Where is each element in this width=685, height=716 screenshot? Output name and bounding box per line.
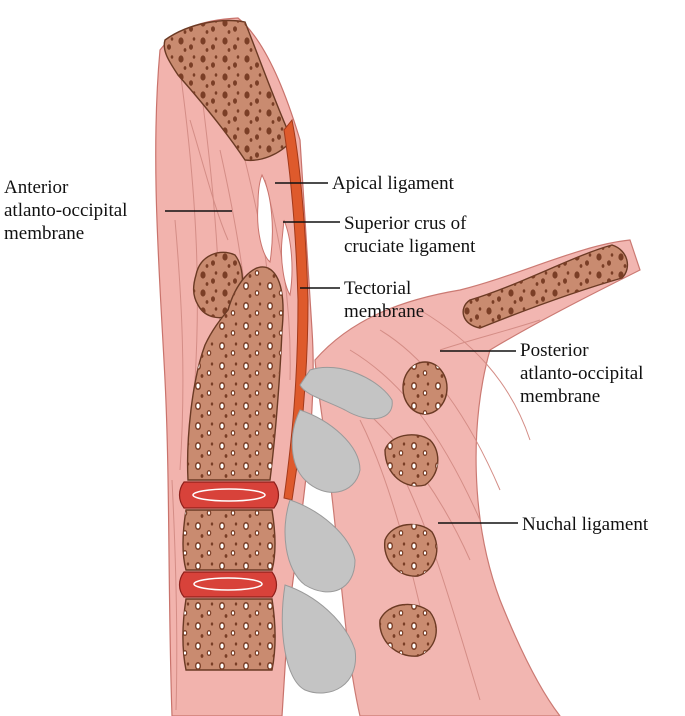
label-apical-ligament: Apical ligament — [332, 173, 454, 194]
occipital-bone-posterior — [462, 244, 629, 329]
occipital-bone — [163, 19, 293, 162]
intervertebral-disc-1 — [178, 481, 280, 509]
spinal-cord — [281, 366, 393, 694]
ligament-cavity — [257, 173, 273, 263]
cruciate-gap — [281, 219, 293, 297]
label-nuchal-ligament: Nuchal ligament — [522, 514, 649, 535]
label-posterior-atlanto-occipital-membrane: Posterior atlanto-occipital membrane — [520, 340, 644, 407]
cervical-vertebra-c3 — [182, 509, 276, 571]
intervertebral-disc-2 — [178, 571, 278, 598]
cervical-vertebra-c4 — [182, 598, 276, 671]
spinous-process-c3 — [383, 523, 438, 577]
tectorial-membrane-strip — [283, 118, 309, 501]
label-superior-crus-cruciate-ligament: Superior crus of cruciate ligament — [344, 213, 476, 257]
spinous-process-c2 — [384, 434, 439, 487]
label-anterior-atlanto-occipital-membrane: Anterior atlanto-occipital membrane — [4, 177, 128, 244]
leader-lines — [165, 182, 518, 524]
spinous-process-c4 — [379, 603, 437, 657]
label-tectorial-membrane: Tectorial membrane — [344, 278, 425, 322]
posterior-arch-atlas — [402, 361, 448, 415]
axis-dens — [186, 266, 284, 481]
